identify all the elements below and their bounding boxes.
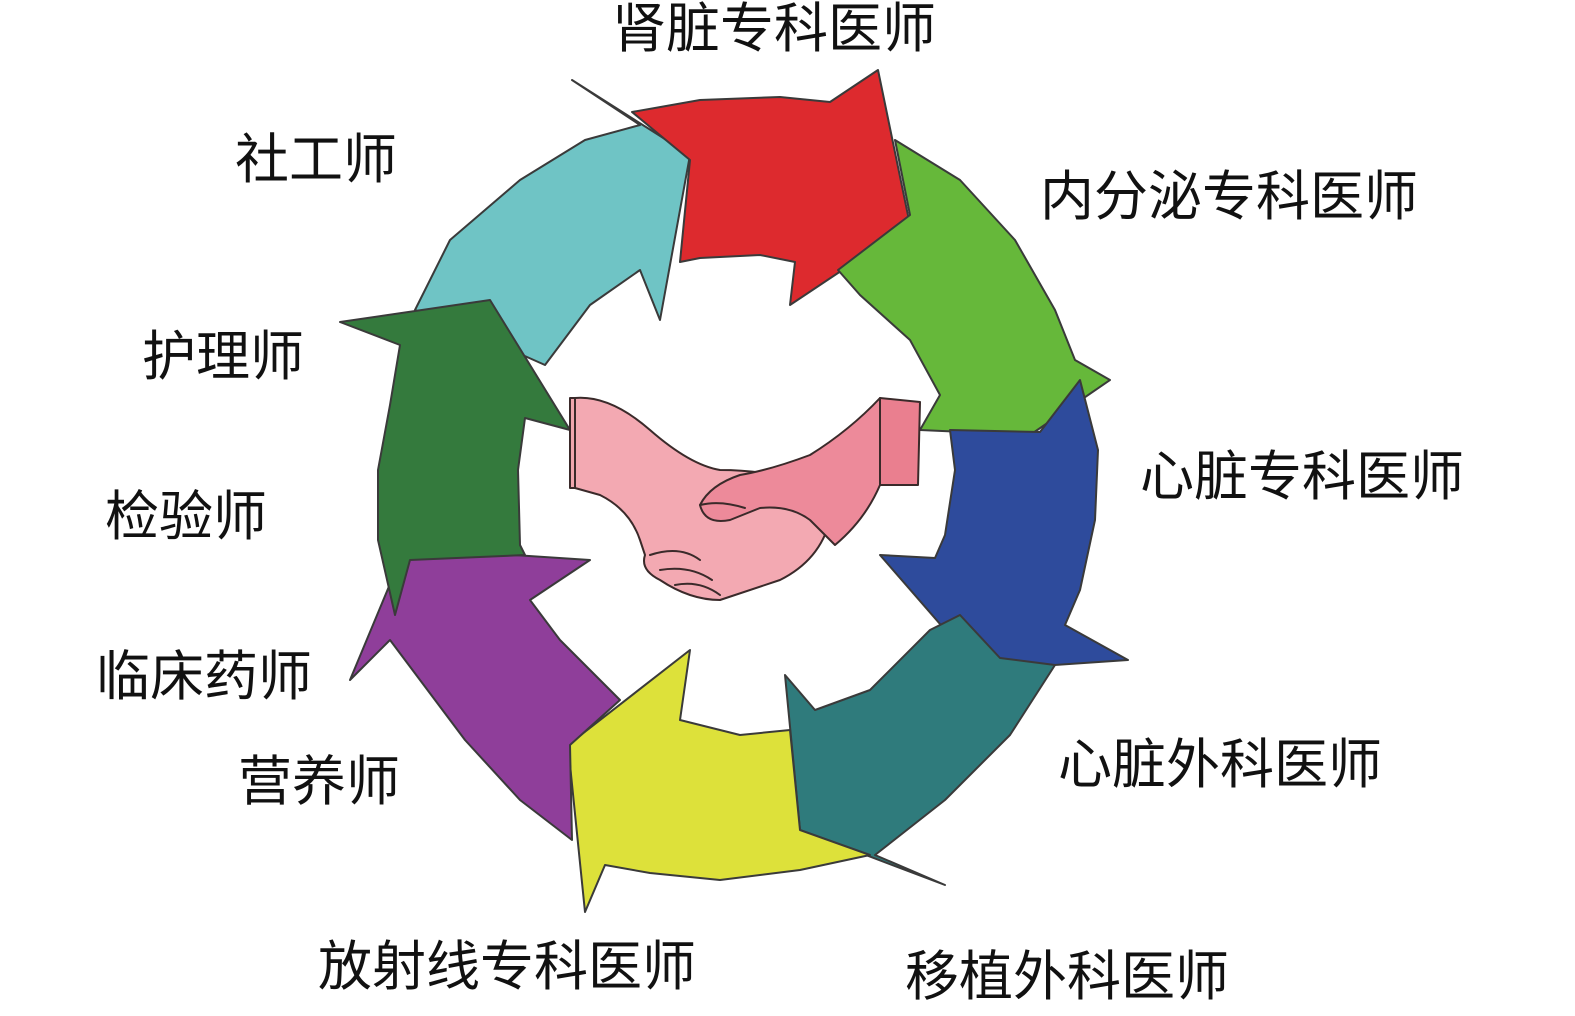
role-label-social-worker: 社工师 <box>235 128 397 191</box>
role-label-lab-technician: 检验师 <box>105 485 267 548</box>
cycle-arrow-cardiac-surgery <box>784 614 1056 886</box>
right-sleeve <box>879 397 921 486</box>
cycle-arrows <box>339 69 1129 913</box>
cycle-arrow-nephrology <box>631 69 911 306</box>
role-label-nurse: 护理师 <box>142 325 304 388</box>
fingers <box>649 502 746 596</box>
role-label-endocrinologist: 内分泌专科医师 <box>1040 165 1418 228</box>
cycle-arrow-cardiology <box>879 379 1129 671</box>
handshake-icon <box>569 396 921 601</box>
role-label-cardiac-surgeon: 心脏外科医师 <box>1058 733 1382 796</box>
role-label-clinical-pharmacist: 临床药师 <box>96 645 312 708</box>
role-label-radiologist: 放射线专科医师 <box>318 935 696 998</box>
role-label-cardiologist: 心脏专科医师 <box>1140 445 1464 508</box>
cycle-arrow-nursing <box>339 299 571 616</box>
role-label-nephrologist: 肾脏专科医师 <box>612 0 936 60</box>
role-label-transplant-surgeon: 移植外科医师 <box>905 945 1229 1008</box>
role-label-dietitian: 营养师 <box>238 750 400 813</box>
